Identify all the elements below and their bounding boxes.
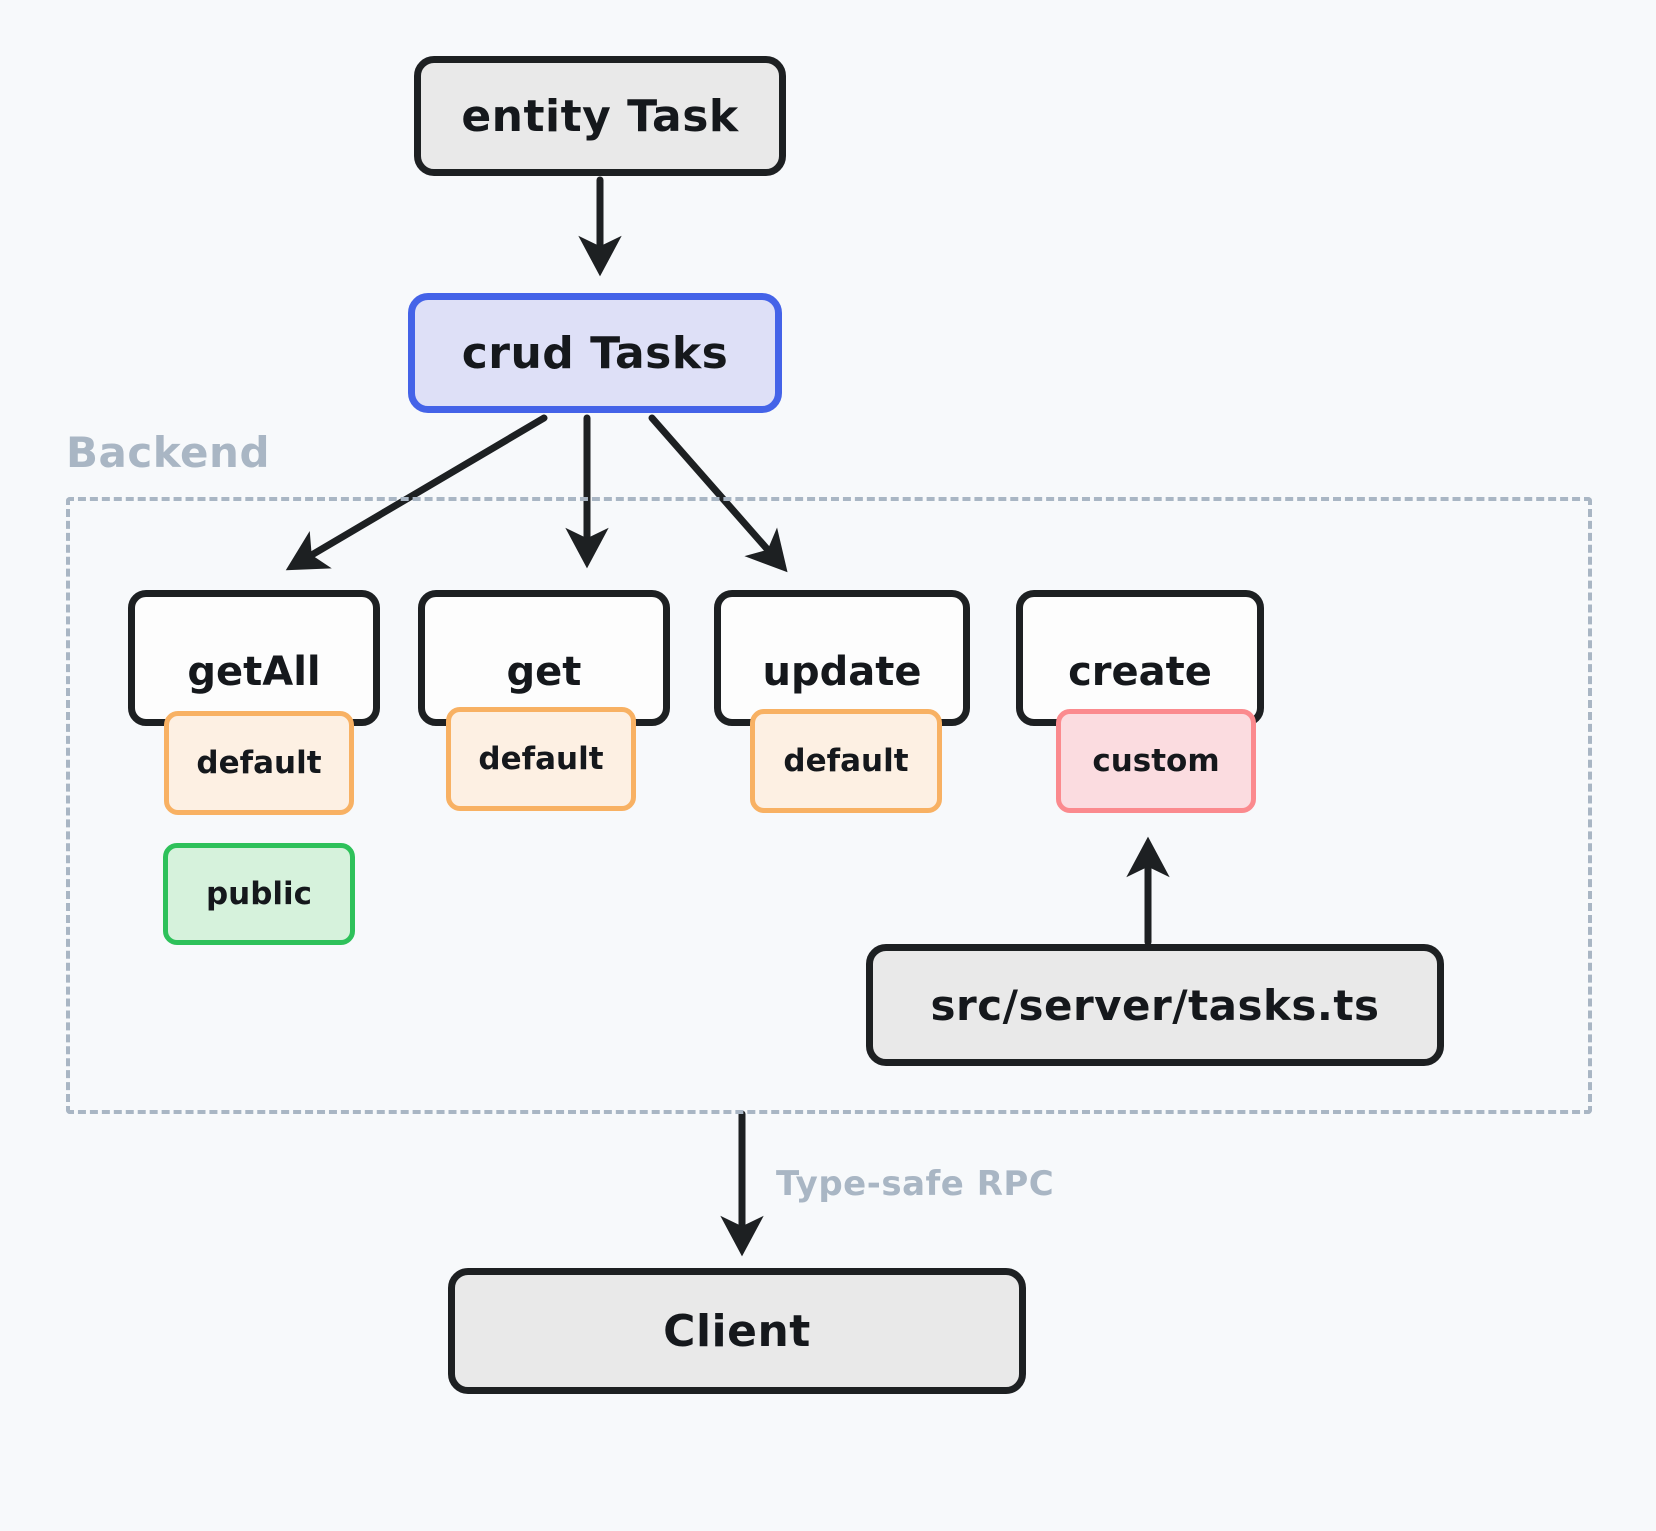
node-server-file[interactable]: src/server/tasks.ts [866,944,1444,1066]
badge-public-getall[interactable]: public [163,843,355,945]
node-method-update-label: update [762,649,922,695]
group-label-backend: Backend [66,428,271,477]
node-entity-task-label: entity Task [461,90,739,142]
badge-default-getall[interactable]: default [164,711,354,815]
node-method-update[interactable]: update [714,590,970,726]
node-client-label: Client [663,1305,811,1357]
node-entity-task[interactable]: entity Task [414,56,786,176]
badge-public-getall-label: public [205,876,313,912]
badge-default-get-label: default [478,741,604,777]
badge-default-update-label: default [783,743,909,779]
node-method-create[interactable]: create [1016,590,1264,726]
node-crud-tasks-label: crud Tasks [461,327,729,379]
node-method-getall-label: getAll [187,649,321,695]
badge-default-update[interactable]: default [750,709,942,813]
badge-default-getall-label: default [196,745,322,781]
badge-custom-create-label: custom [1092,743,1220,779]
node-method-get[interactable]: get [418,590,670,726]
badge-default-get[interactable]: default [446,707,636,811]
badge-custom-create[interactable]: custom [1056,709,1256,813]
node-server-file-label: src/server/tasks.ts [930,980,1380,1030]
node-method-create-label: create [1068,649,1212,695]
node-method-get-label: get [506,649,582,695]
node-client[interactable]: Client [448,1268,1026,1394]
group-box-backend [66,497,1592,1114]
edge-label-type-safe-rpc: Type-safe RPC [776,1164,1055,1204]
node-method-getall[interactable]: getAll [128,590,380,726]
node-crud-tasks[interactable]: crud Tasks [408,293,782,413]
